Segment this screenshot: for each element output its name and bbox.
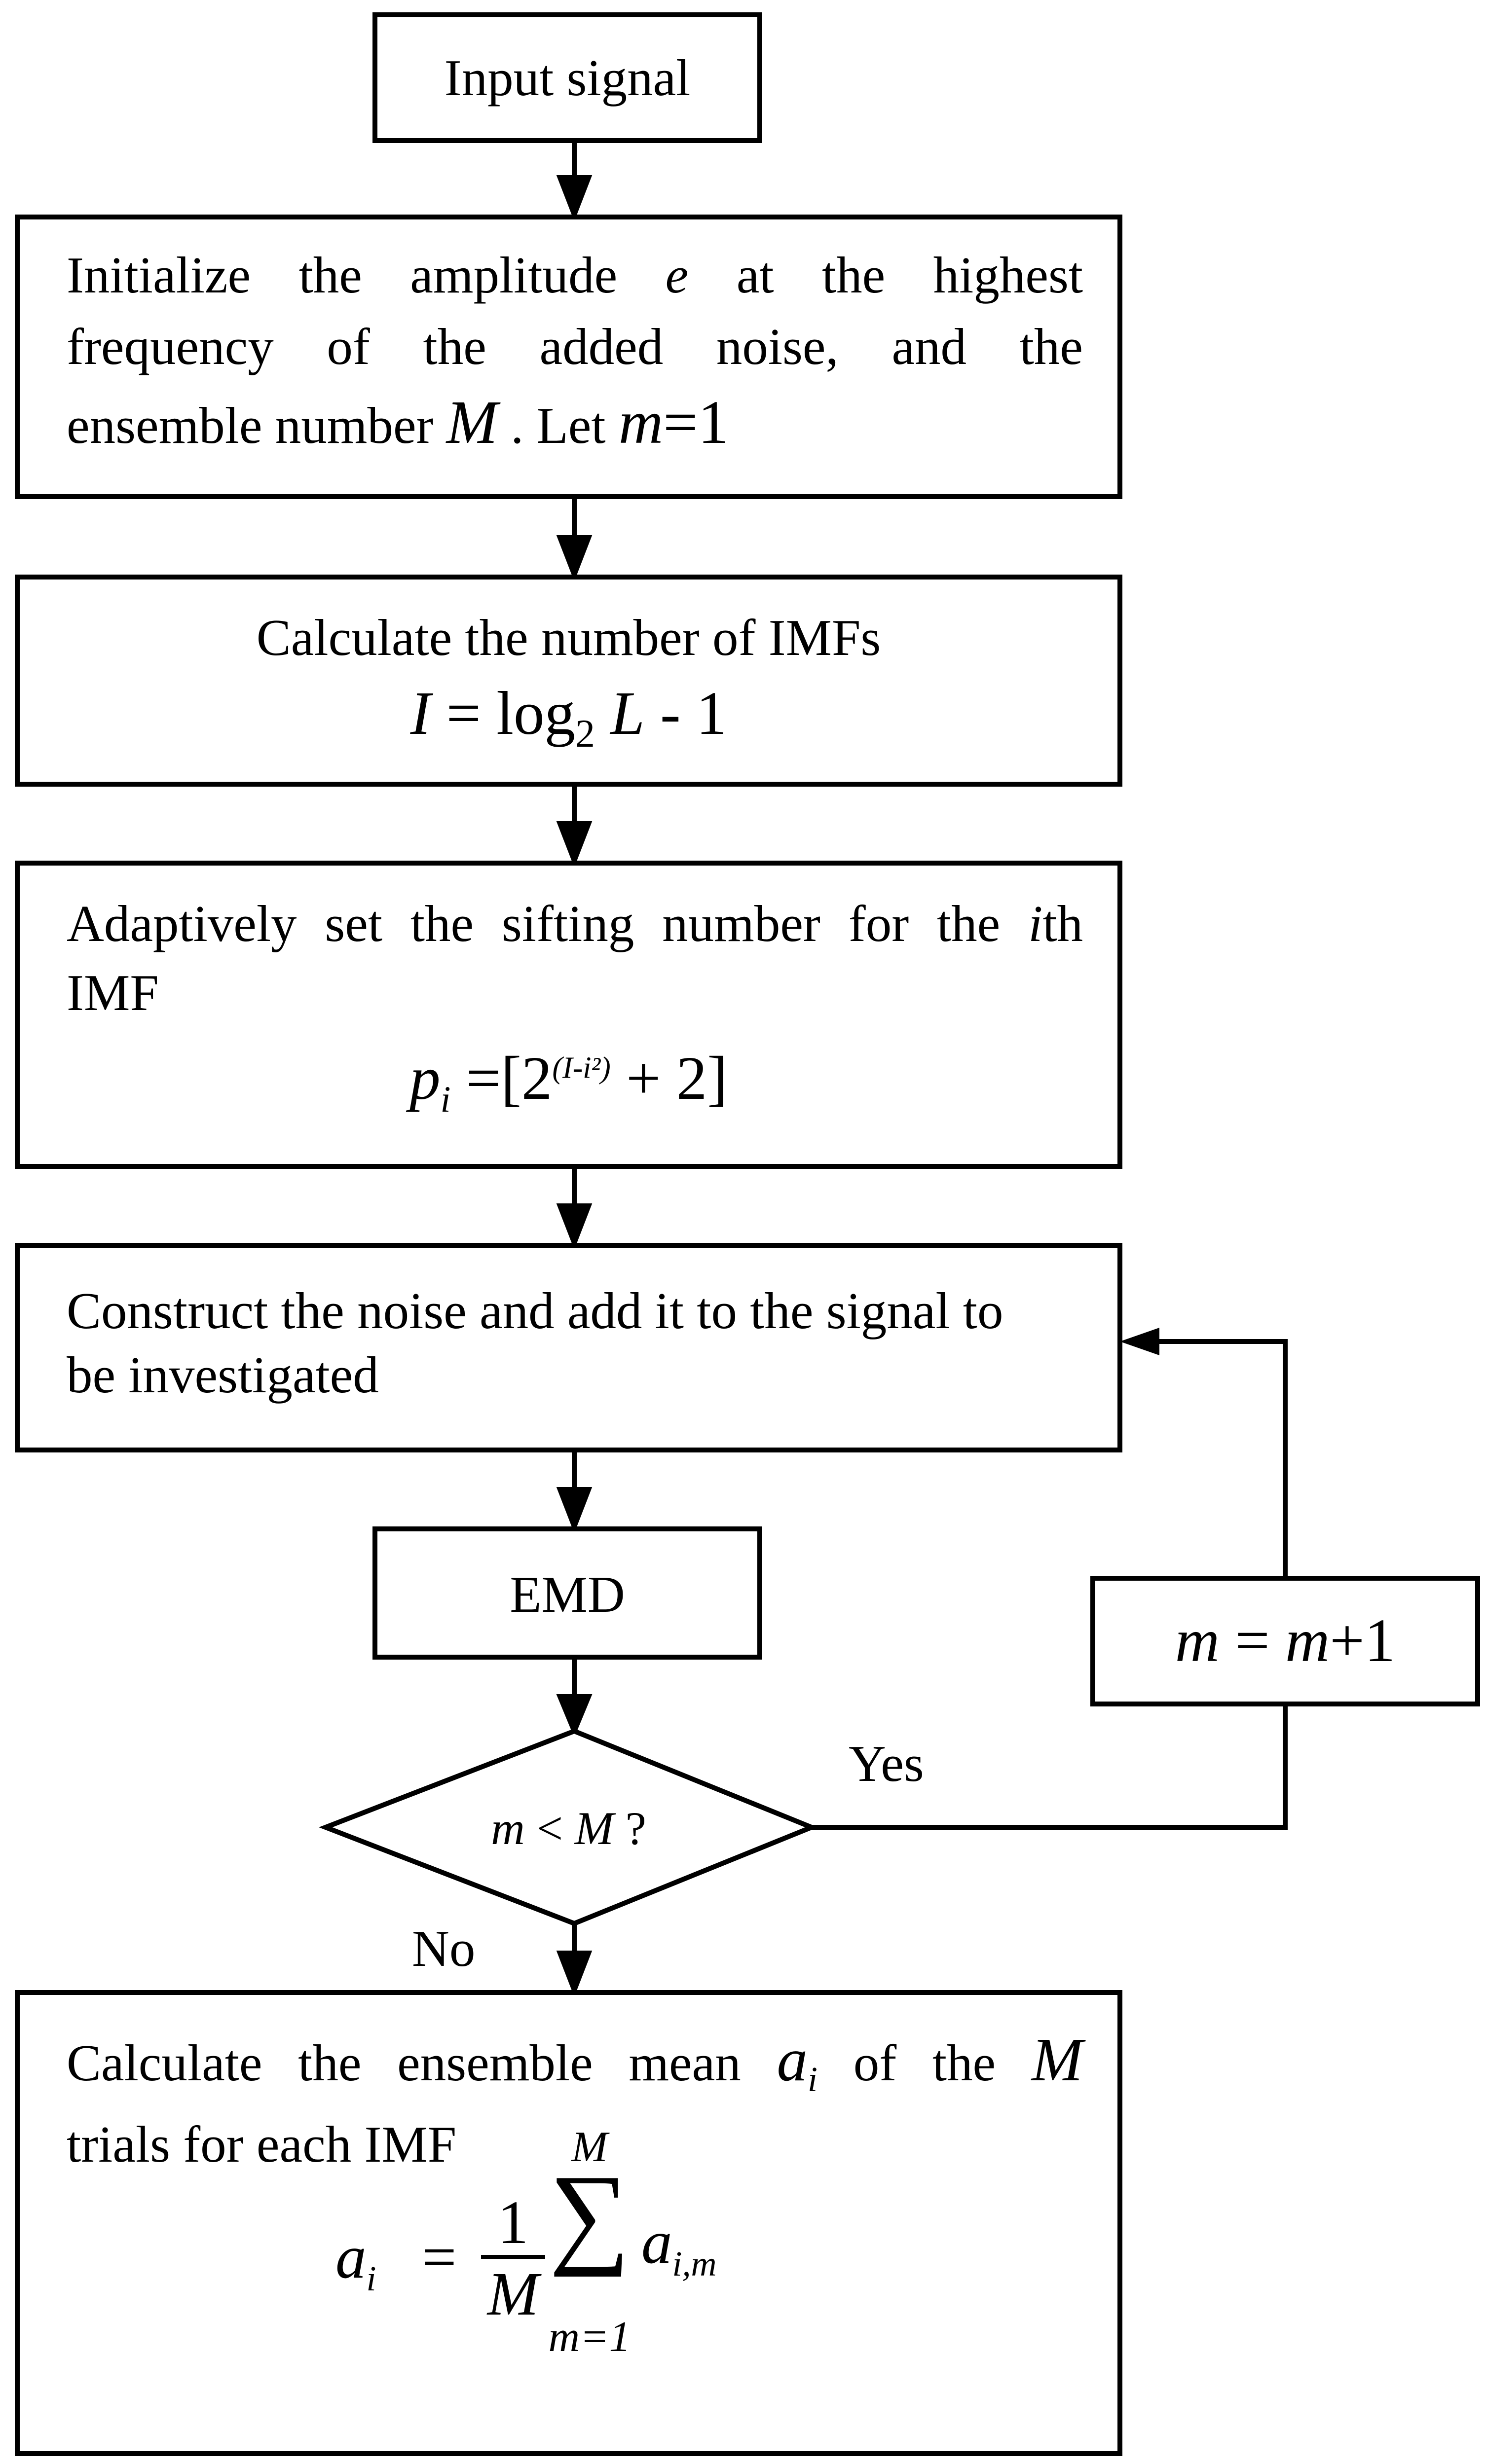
var-M: M <box>446 389 498 457</box>
loop-back-line <box>1159 1339 1288 1576</box>
arrowhead-noise <box>556 1203 593 1250</box>
initialize-line-2: frequency of the added noise, and the <box>67 318 1083 375</box>
initialize-node: Initialize the amplitude e at the highes… <box>15 215 1122 499</box>
inc-var-m1: m <box>1175 1607 1220 1675</box>
init-eq: =1 <box>663 389 729 457</box>
dec-var-M: M <box>574 1802 614 1854</box>
emd-label: EMD <box>510 1565 625 1623</box>
sifting-exponent: (I-i²) <box>552 1051 611 1085</box>
log-base: 2 <box>575 712 595 756</box>
init-text-3b: . Let <box>511 397 606 454</box>
no-label: No <box>412 1920 476 1977</box>
initialize-line-1: Initialize the amplitude e at the highes… <box>67 249 1083 301</box>
imf-count-formula: I = log2 L - 1 <box>20 683 1117 754</box>
arrowhead-sifting <box>556 821 593 868</box>
mean-text-1: Calculate the ensemble mean <box>67 2034 741 2092</box>
init-text-1: Initialize the amplitude <box>67 246 618 304</box>
arrowhead-emd <box>556 1487 593 1533</box>
increment-formula: m = m+1 <box>1095 1610 1475 1672</box>
arrowhead-loop-back <box>1120 1328 1159 1355</box>
formula-term-sub: i,m <box>672 2244 717 2283</box>
inc-var-m2: m <box>1285 1607 1330 1675</box>
arrowhead-decision <box>556 1694 593 1738</box>
arrowhead-imf-count <box>556 535 593 581</box>
construct-noise-node: Construct the noise and add it to the si… <box>15 1243 1122 1452</box>
increment-node: m = m+1 <box>1090 1576 1480 1706</box>
emd-node: EMD <box>372 1526 762 1660</box>
yes-label: Yes <box>849 1735 924 1792</box>
imf-count-line-1: Calculate the number of IMFs <box>256 609 881 666</box>
mean-var-M: M <box>1031 2026 1083 2094</box>
arrowhead-mean <box>556 1951 593 1997</box>
dec-var-m: m <box>491 1802 525 1854</box>
input-signal-node: Input signal <box>372 12 762 143</box>
arrowhead-init <box>556 175 593 221</box>
summation-sign: ∑ <box>549 2151 630 2277</box>
ensemble-mean-node: Calculate the ensemble mean ai of the M … <box>15 1990 1122 2456</box>
a-subscript: i <box>807 2060 817 2099</box>
ensemble-mean-formula: ai = 1 M M ∑ m=1 ai,m <box>20 1995 1117 2451</box>
var-L: L <box>610 680 645 748</box>
fraction-denominator: M <box>487 2260 539 2328</box>
var-I: I <box>410 680 431 748</box>
input-signal-label: Input signal <box>444 49 691 107</box>
fraction-numerator: 1 <box>497 2189 529 2257</box>
decision-label: m < M ? <box>326 1805 812 1852</box>
var-m: m <box>618 389 664 457</box>
var-a: a <box>777 2026 808 2094</box>
var-p: p <box>409 1045 441 1113</box>
yes-branch-line <box>812 1704 1288 1830</box>
imf-count-node: Calculate the number of IMFs I = log2 L … <box>15 575 1122 787</box>
log-text: = log <box>446 680 575 748</box>
sifting-node: Adaptively set the sifting number for th… <box>15 861 1122 1169</box>
dec-q: ? <box>625 1802 646 1854</box>
sifting-th: th <box>1042 895 1083 952</box>
sifting-text-1: Adaptively set the sifting number for th… <box>67 895 1001 952</box>
sifting-eq: =[2 <box>466 1045 553 1113</box>
mean-text-1b: of the <box>853 2034 996 2092</box>
sifting-tail: + 2] <box>626 1045 728 1113</box>
inc-eq: = <box>1235 1607 1270 1675</box>
init-text-3: ensemble number <box>67 397 434 454</box>
formula-term-a: a <box>641 2209 672 2277</box>
dec-lt: < <box>536 1802 563 1854</box>
formula-term: ai,m <box>641 2212 717 2282</box>
sum-lower-limit: m=1 <box>548 2313 631 2361</box>
noise-line-1: Construct the noise and add it to the si… <box>67 1282 1003 1340</box>
noise-line-2: be investigated <box>67 1346 379 1404</box>
mean-line-1: Calculate the ensemble mean ai of the M <box>67 2026 1083 2099</box>
init-text-1b: at the highest <box>736 246 1083 304</box>
var-e: e <box>665 246 689 304</box>
formula-a-sub: i <box>366 2259 376 2298</box>
mean-line-2: trials for each IMF <box>67 2115 457 2173</box>
p-subscript: i <box>440 1079 451 1120</box>
decision-diamond <box>319 1728 818 1926</box>
sum-upper-limit: M <box>571 2123 608 2171</box>
formula-equals: = <box>422 2223 457 2291</box>
formula-a: a <box>335 2223 367 2291</box>
sifting-formula: pi =[2(I-i²) + 2] <box>20 1045 1117 1120</box>
minus-one: - 1 <box>660 680 727 748</box>
sifting-line-2: IMF <box>67 964 159 1021</box>
initialize-line-3: ensemble number M . Let m=1 <box>67 392 729 454</box>
inc-tail: +1 <box>1330 1607 1396 1675</box>
formula-lhs: ai <box>335 2227 376 2298</box>
var-i: i <box>1028 895 1043 952</box>
sifting-line-1: Adaptively set the sifting number for th… <box>67 898 1083 949</box>
fraction-bar <box>481 2255 545 2259</box>
